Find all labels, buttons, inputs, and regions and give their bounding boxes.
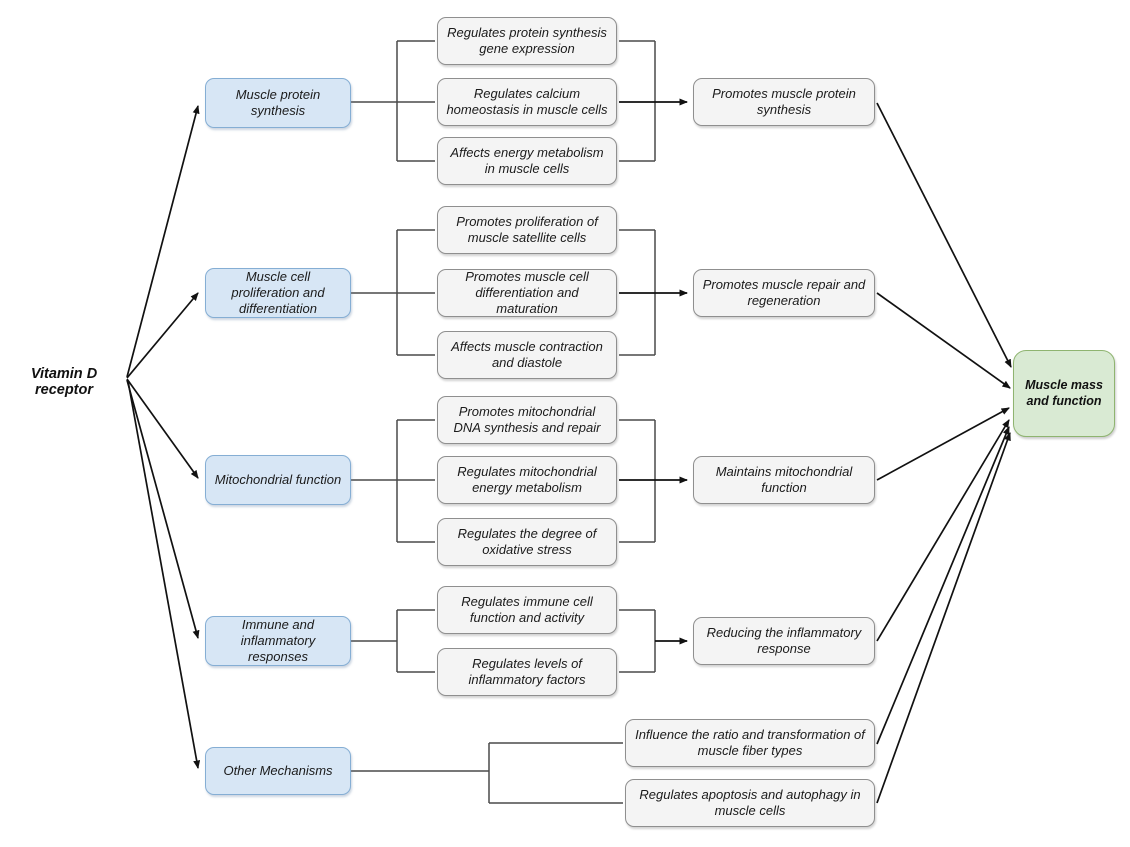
bracket-branch-5 [351,742,623,804]
node-mechanism: Regulates protein synthesis gene express… [437,17,617,65]
node-category-immune-inflammatory: Immune and inflammatory responses [205,616,351,666]
bracket-branch-4 [351,609,688,673]
node-outcome: Promotes muscle repair and regeneration [693,269,875,317]
node-muscle-mass-and-function: Muscle mass and function [1013,350,1115,437]
node-mechanism: Regulates apoptosis and autophagy in mus… [625,779,875,827]
node-vitamin-d-receptor: Vitamin D receptor [30,366,98,398]
node-mechanism: Promotes muscle cell differentiation and… [437,269,617,317]
node-mechanism: Influence the ratio and transformation o… [625,719,875,767]
node-mechanism: Promotes mitochondrial DNA synthesis and… [437,396,617,444]
root-fan-arrows [126,105,201,769]
node-mechanism: Regulates levels of inflammatory factors [437,648,617,696]
sink-converging-arrows [876,102,1012,804]
node-outcome: Maintains mitochondrial function [693,456,875,504]
bracket-branch-3 [351,419,688,543]
node-category-mitochondrial-function: Mitochondrial function [205,455,351,505]
node-outcome: Reducing the inflammatory response [693,617,875,665]
bracket-branch-2 [351,229,688,356]
node-mechanism: Affects energy metabolism in muscle cell… [437,137,617,185]
node-mechanism: Regulates calcium homeostasis in muscle … [437,78,617,126]
node-mechanism: Regulates mitochondrial energy metabolis… [437,456,617,504]
node-mechanism: Promotes proliferation of muscle satelli… [437,206,617,254]
node-outcome: Promotes muscle protein synthesis [693,78,875,126]
node-category-muscle-cell-proliferation: Muscle cell proliferation and differenti… [205,268,351,318]
node-category-other-mechanisms: Other Mechanisms [205,747,351,795]
node-mechanism: Affects muscle contraction and diastole [437,331,617,379]
node-mechanism: Regulates immune cell function and activ… [437,586,617,634]
bracket-branch-1 [351,40,688,162]
node-mechanism: Regulates the degree of oxidative stress [437,518,617,566]
node-category-muscle-protein-synthesis: Muscle protein synthesis [205,78,351,128]
